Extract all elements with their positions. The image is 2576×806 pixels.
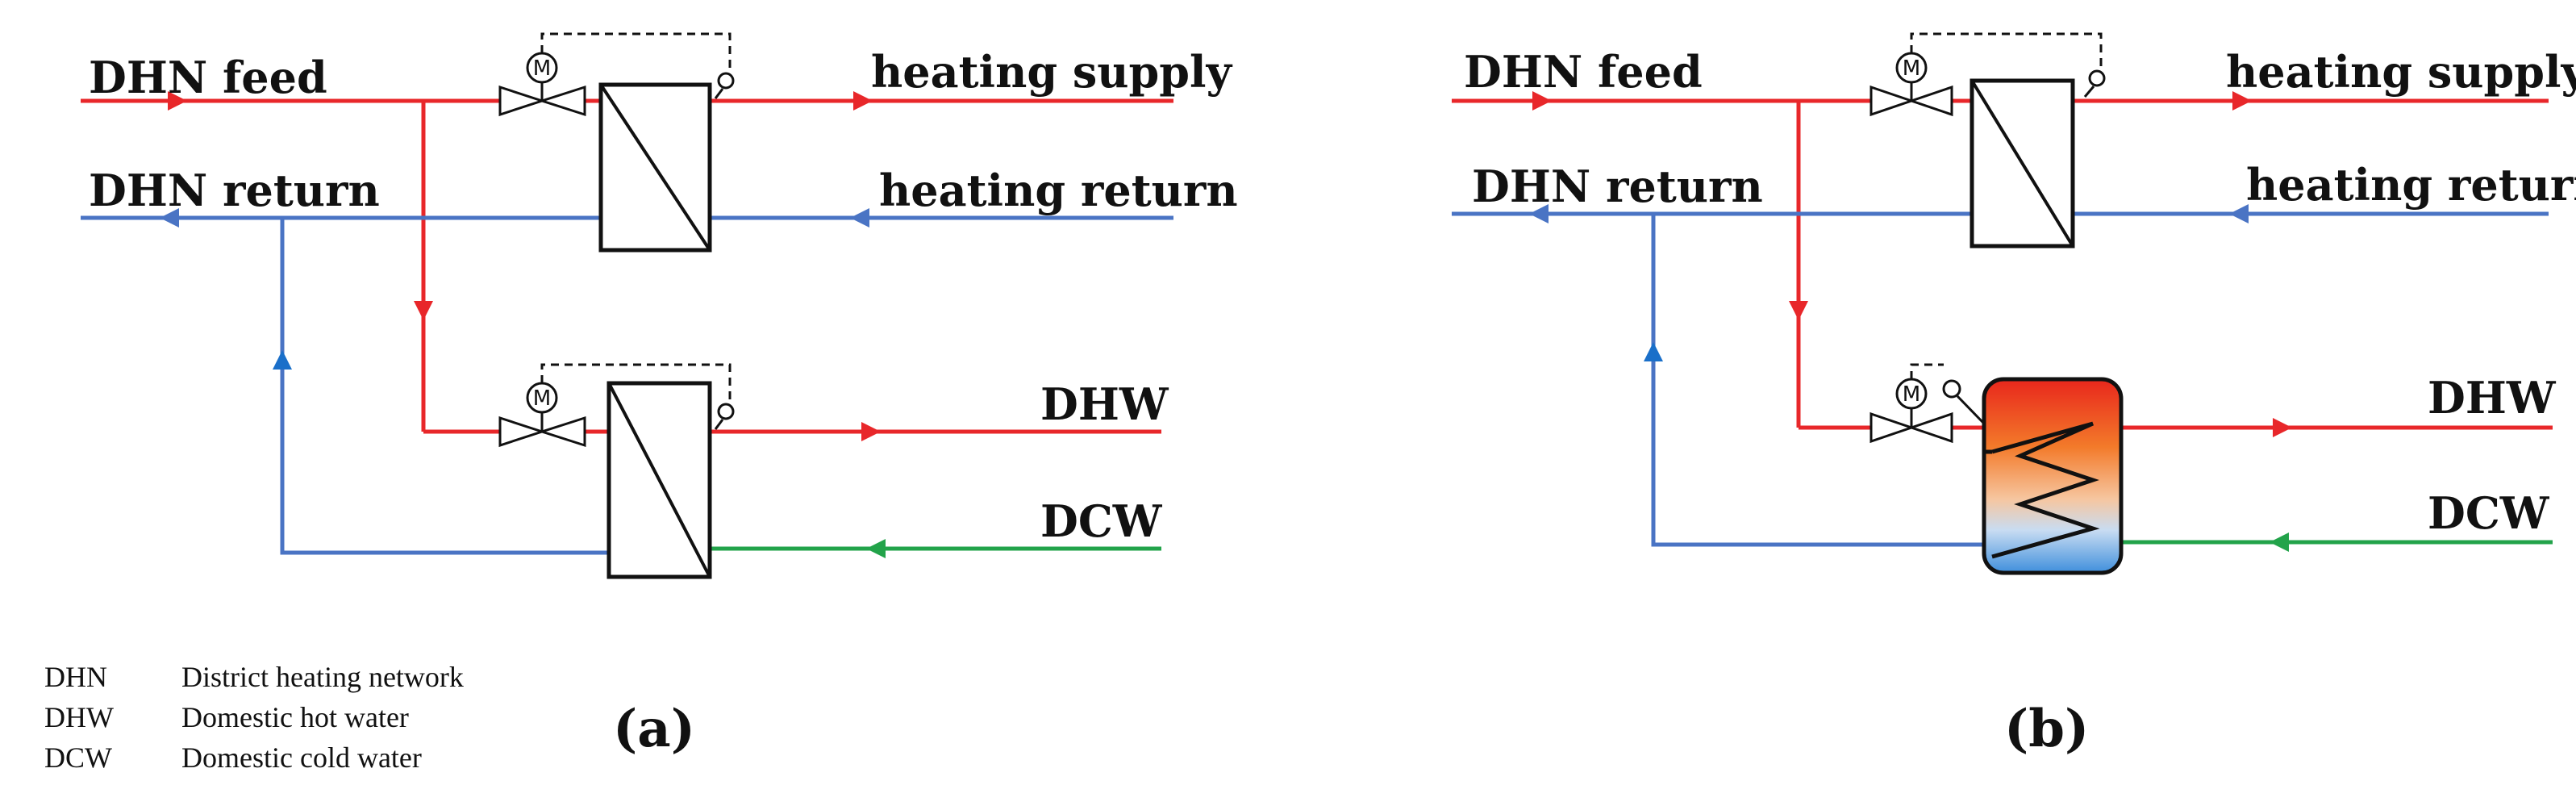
- panel-label-b: (b): [2004, 699, 2089, 759]
- flow-arrow-up-b: [1644, 342, 1663, 361]
- label-dhw-a: DHW: [1040, 378, 1169, 430]
- pipe-dhw-return-b: [1651, 214, 1984, 547]
- control-line-dhw-b: [1910, 363, 1986, 425]
- motor-label: M: [1903, 382, 1920, 407]
- legend-abbr: DHN: [44, 661, 107, 693]
- valve-icon: [1869, 411, 1915, 444]
- motor-valve-dhw-a: M: [498, 382, 586, 448]
- legend-meaning: Domestic cold water: [181, 741, 422, 774]
- sensor-icon: [2088, 69, 2106, 87]
- storage-tank-dhw-b: [1982, 377, 2124, 575]
- legend-row: DHW Domestic hot water: [44, 700, 409, 734]
- valve-icon: [498, 416, 546, 448]
- legend-meaning: Domestic hot water: [181, 701, 409, 733]
- flow-arrow-branch-down-b: [1789, 301, 1808, 320]
- legend-row: DHN District heating network: [44, 660, 464, 694]
- flow-arrow-heating-return-a: [850, 208, 869, 228]
- label-dhn-feed-b: DHN feed: [1464, 46, 1703, 98]
- flow-arrow-feed-a: [168, 91, 187, 111]
- sensor-icon: [1942, 379, 1961, 399]
- heating-coil-icon: [1991, 421, 2100, 559]
- panel-b: M M DHN feed DHN return heating supply h…: [1452, 32, 2576, 759]
- label-heating-supply-a: heating supply: [871, 46, 1233, 98]
- label-heating-supply-b: heating supply: [2226, 46, 2576, 98]
- label-heating-return-b: heating return: [2246, 159, 2576, 211]
- label-dhn-feed-a: DHN feed: [89, 52, 327, 103]
- legend-abbr: DCW: [44, 741, 112, 774]
- flow-arrow-dcw-b: [2270, 532, 2289, 552]
- label-dhn-return-a: DHN return: [89, 165, 380, 216]
- label-dcw-b: DCW: [2428, 487, 2550, 539]
- flow-arrow-feed-b: [1532, 91, 1552, 111]
- valve-icon: [1869, 85, 1915, 117]
- flow-arrow-return-a: [160, 208, 179, 228]
- flow-arrow-dhw-supply-a: [861, 422, 881, 441]
- label-dcw-a: DCW: [1040, 495, 1163, 547]
- flow-arrow-branch-down-a: [414, 301, 433, 320]
- flow-arrow-up-a: [273, 350, 292, 370]
- heat-exchanger-dhw-a: [606, 381, 712, 579]
- flow-arrow-dcw-a: [866, 539, 886, 558]
- flow-arrow-dhw-supply-b: [2273, 418, 2292, 437]
- sensor-icon: [717, 403, 735, 420]
- heat-exchanger-heating-a: [598, 82, 712, 253]
- label-heating-return-a: heating return: [879, 165, 1238, 216]
- motor-label: M: [533, 56, 551, 81]
- legend-meaning: District heating network: [181, 661, 464, 693]
- label-dhn-return-b: DHN return: [1472, 161, 1763, 212]
- motor-label: M: [533, 386, 551, 411]
- flow-arrow-heating-return-b: [2229, 204, 2249, 223]
- panel-label-a: (a): [613, 699, 695, 759]
- label-dhw-b: DHW: [2428, 372, 2557, 424]
- legend-abbr: DHW: [44, 701, 114, 733]
- heat-exchanger-heating-b: [1970, 78, 2075, 248]
- flow-arrow-heating-supply-b: [2232, 91, 2252, 111]
- control-line-heating-a: [540, 32, 735, 99]
- flow-arrow-return-b: [1529, 204, 1549, 223]
- flow-arrow-heating-supply-a: [853, 91, 873, 111]
- motor-valve-heating-a: M: [498, 52, 586, 117]
- valve-icon: [498, 85, 546, 117]
- control-line-dhw-a: [540, 363, 735, 430]
- panel-a: M M DHN feed DHN return heating supply h…: [81, 32, 1238, 759]
- sensor-icon: [717, 72, 735, 90]
- control-line-heating-b: [1910, 32, 2106, 98]
- legend-row: DCW Domestic cold water: [44, 741, 422, 775]
- pipe-dhw-return-a: [280, 218, 609, 555]
- motor-valve-dhw-b: M: [1869, 378, 1953, 444]
- motor-valve-heating-b: M: [1869, 52, 1953, 117]
- motor-label: M: [1903, 56, 1920, 81]
